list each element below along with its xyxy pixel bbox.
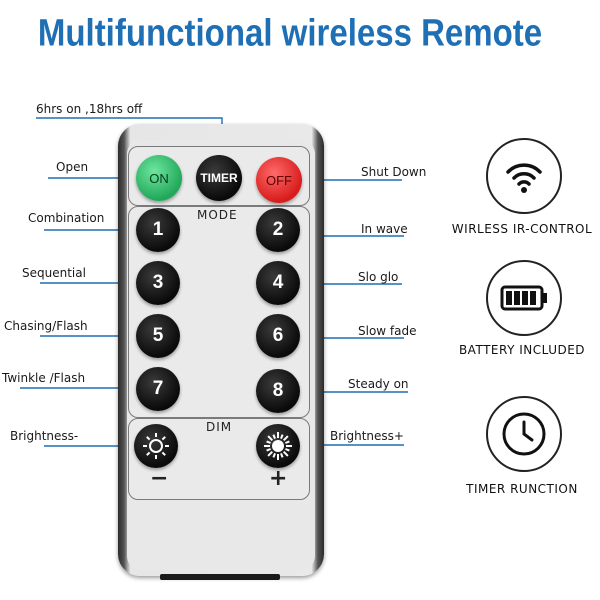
feature-circle-wireless [486,138,562,214]
page-title: Multifunctional wireless Remote [37,11,543,54]
clock-icon [502,412,546,456]
mode-label: MODE [197,208,238,222]
brightness-down-button[interactable] [134,424,178,468]
label-brightness-plus: Brightness+ [330,429,404,443]
feature-label-battery: BATTERY INCLUDED [458,343,586,357]
label-twinkle-flash: Twinkle /Flash [2,371,86,385]
on-button[interactable]: ON [136,155,182,201]
label-combination: Combination [28,211,105,225]
feature-label-timer: TIMER RUNCTION [466,482,578,496]
feature-label-wireless: WIRLESS IR-CONTROL [451,222,593,236]
off-button[interactable]: OFF [256,157,302,203]
label-chasing-flash: Chasing/Flash [4,319,88,333]
battery-icon [500,285,547,311]
minus-sign: − [150,466,169,491]
label-brightness-minus: Brightness- [10,429,79,443]
label-slow-fade: Slow fade [358,324,417,338]
label-open: Open [56,160,89,174]
feature-circle-timer [486,396,562,472]
label-sequential: Sequential [22,266,86,280]
mode-button-3[interactable]: 3 [136,261,180,305]
mode-button-2[interactable]: 2 [256,208,300,252]
plus-sign: + [269,466,288,491]
mode-button-7[interactable]: 7 [136,367,180,411]
feature-circle-battery [486,260,562,336]
label-shut-down: Shut Down [361,165,427,179]
dim-label: DIM [206,420,233,434]
sun-icon [143,433,169,459]
brightness-up-button[interactable] [256,424,300,468]
mode-button-6[interactable]: 6 [256,314,300,358]
sun-bright-icon [264,432,292,460]
label-timer-note: 6hrs on ,18hrs off [36,102,143,116]
label-slo-glo: Slo glo [358,270,399,284]
remote-bottom-strip [160,574,280,580]
mode-button-4[interactable]: 4 [256,261,300,305]
wifi-icon [506,163,542,193]
timer-button[interactable]: TIMER [196,155,242,201]
mode-button-5[interactable]: 5 [136,314,180,358]
label-steady-on: Steady on [348,377,409,391]
label-in-wave: In wave [361,222,408,236]
mode-button-8[interactable]: 8 [256,369,300,413]
mode-button-1[interactable]: 1 [136,208,180,252]
